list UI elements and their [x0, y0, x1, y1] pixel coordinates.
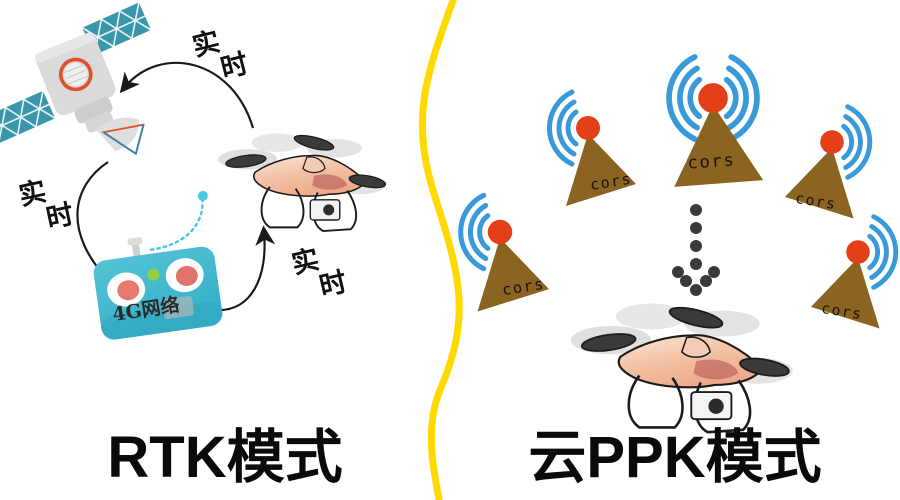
rtk-graphics: [0, 2, 387, 340]
satellite-icon: [0, 2, 152, 156]
arrow-satellite-to-controller: [76, 161, 115, 287]
drone-icon: [570, 303, 793, 434]
cors-station-2: [669, 57, 763, 187]
drone-camera: [309, 199, 341, 221]
page-title-rtk: RTK模式: [107, 425, 343, 490]
satellite-solar-panel-left: [0, 90, 56, 144]
controller-signal-arc: [149, 198, 204, 251]
satellite-dish: [74, 97, 145, 156]
ppk-panel: cors cors: [450, 0, 900, 500]
annotation-char: 时: [43, 199, 77, 236]
page-title-ppk: 云PPK模式: [528, 425, 822, 490]
rtk-panel: 实 时 实 时 实 时 4G网络: [0, 2, 387, 340]
drone-icon: [218, 133, 387, 233]
controller-signal-dot: [197, 190, 208, 201]
dotted-down-arrow: [672, 204, 720, 296]
drone-camera: [690, 391, 733, 421]
cors-station-5: [811, 217, 896, 329]
cors-station-4: [461, 195, 549, 311]
ppk-graphics: cors cors: [450, 0, 900, 434]
cors-station-1: [549, 92, 636, 206]
controller-led: [147, 268, 160, 281]
cors-station-3: [785, 107, 870, 219]
controller-stick-left: [107, 272, 146, 307]
controller-stick-right: [165, 258, 204, 293]
controller-antenna: [127, 237, 143, 258]
remote-controller-icon: [93, 190, 223, 340]
controller-screen: [162, 295, 195, 320]
arrow-controller-to-drone: [215, 225, 276, 312]
arrow-drone-to-satellite: [119, 61, 255, 129]
satellite-body: [34, 32, 116, 116]
